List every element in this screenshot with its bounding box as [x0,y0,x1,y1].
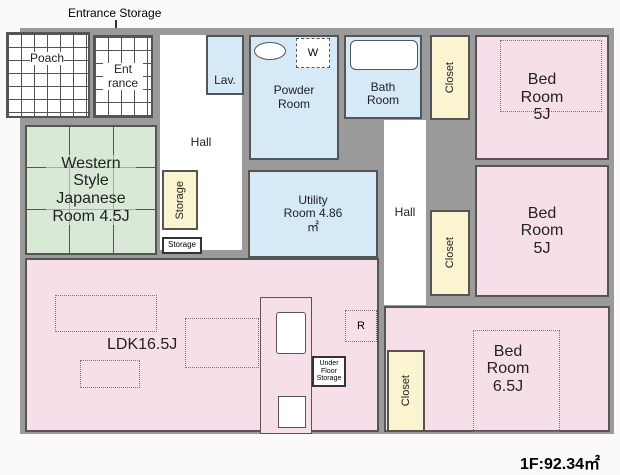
washer-space: W [296,38,330,68]
sofa-outline [55,295,157,332]
bed-room-mid: Bed Room 5J [475,165,609,297]
refrigerator-label: R [357,320,365,332]
storage-large-label: Storage [173,180,186,220]
hall-left-label: Hall [190,134,212,149]
lavatory: Lav. [206,35,244,95]
entrance-label: Ent rance [103,63,143,90]
western-style-japanese-room: Western Style Japanese Room 4.5J [25,125,157,255]
storage-small: Storage [162,237,202,254]
poach-label: Poach [30,51,65,66]
closet-top-label: Closet [443,61,456,94]
bathtub-icon [350,40,418,70]
floor-area: 1F:92.34㎡ [520,456,601,473]
western-room-label: Western Style Japanese Room 4.5J [46,154,136,226]
closet-bottom-label: Closet [399,375,412,407]
ldk-label: LDK16.5J [107,336,178,354]
closet-mid-label: Closet [443,237,456,269]
closet-top: Closet [430,35,470,120]
bed-room-mid-label: Bed Room 5J [520,204,564,257]
sink-icon [254,42,286,60]
utility-room-label: Utility Room 4.86㎡ [283,193,343,234]
bath-room-label: Bath Room [366,79,399,107]
washer-label: W [307,47,319,59]
closet-bottom: Closet [387,350,425,432]
poach: Poach [6,32,90,118]
bed-room-top: Bed Room 5J [475,35,609,160]
storage-large: Storage [162,170,198,230]
powder-room-label: Powder Room [273,83,315,111]
bed-room-top-label: Bed Room 5J [520,71,564,124]
bed-outline [500,40,602,112]
utility-room: Utility Room 4.86㎡ [248,170,378,258]
entrance-storage-label: Entrance Storage [68,6,162,20]
hall-right-label: Hall [394,204,416,219]
lav-label: Lav. [214,72,236,87]
entrance: Ent rance [93,35,153,118]
stove-icon [278,396,306,428]
bed-room-bottom-label: Bed Room 6.5J [486,342,530,395]
closet-mid: Closet [430,210,470,296]
under-floor-storage: Under Floor Storage [312,356,346,388]
refrigerator-space: R [345,310,377,342]
dining-table-outline [185,318,259,368]
low-table-outline [80,360,140,388]
kitchen-sink-icon [276,312,306,354]
ldk: LDK16.5J [25,258,379,432]
bed-outline [473,330,560,432]
hall-right: Hall [384,120,426,305]
